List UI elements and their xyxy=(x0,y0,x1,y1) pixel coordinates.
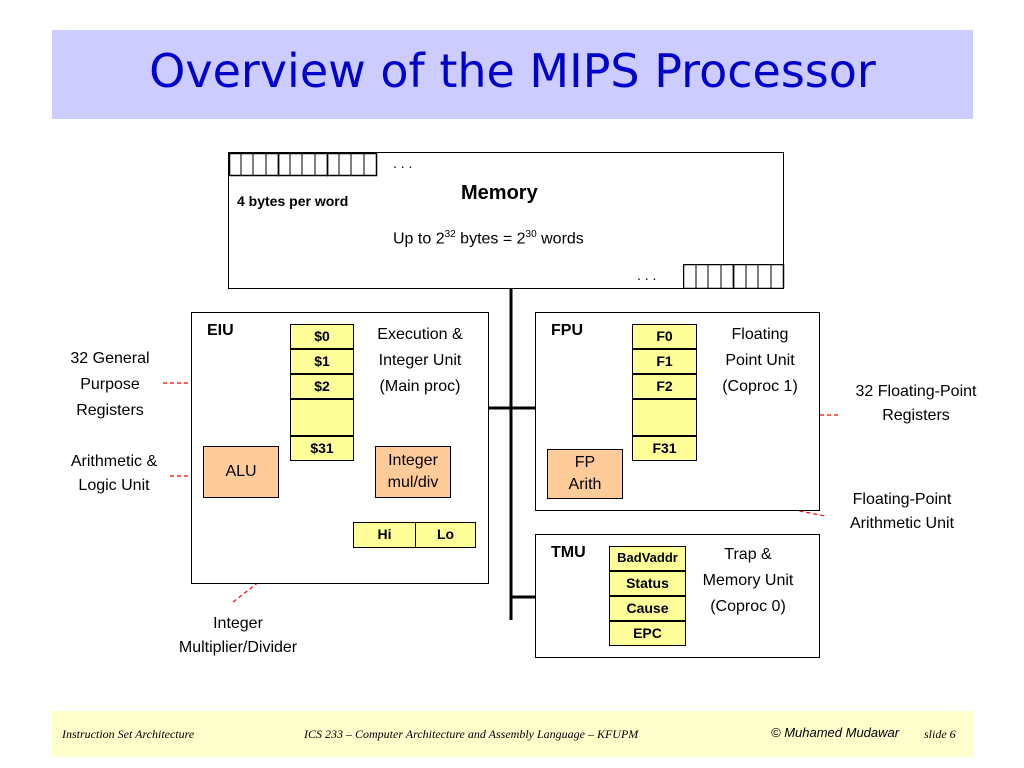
memory-box: . . . 4 bytes per word Memory Up to 232 … xyxy=(228,152,785,289)
callout-alu: Arithmetic &Logic Unit xyxy=(70,453,158,494)
tmu-register-cause: Cause xyxy=(609,596,686,621)
footer-slide-number: slide 6 xyxy=(924,727,956,741)
memory-size: Up to 232 bytes = 230 words xyxy=(393,229,584,248)
lo-register: Lo xyxy=(415,522,476,548)
eiu-register-31: $31 xyxy=(290,436,354,461)
footer-bar: Instruction Set Architecture ICS 233 – C… xyxy=(52,711,973,757)
memory-bytes-per-word: 4 bytes per word xyxy=(237,193,349,209)
tmu-label: TMU xyxy=(551,544,586,561)
tmu-register-epc: EPC xyxy=(609,621,686,646)
eiu-register-0: $0 xyxy=(290,324,354,349)
alu-unit: ALU xyxy=(203,446,279,498)
fpu-register-f1: F1 xyxy=(632,349,697,374)
footer-center: ICS 233 – Computer Architecture and Asse… xyxy=(304,727,639,741)
fpu-register-f31: F31 xyxy=(632,436,697,461)
fpu-label: FPU xyxy=(551,322,583,339)
tmu-register-status: Status xyxy=(609,571,686,596)
eiu-register-1: $1 xyxy=(290,349,354,374)
footer-copyright: © Muhamed Mudawar xyxy=(771,725,900,740)
memory-title: Memory xyxy=(461,182,538,204)
memory-word-cells-bottom xyxy=(683,264,785,288)
eiu-label: EIU xyxy=(207,322,234,339)
footer-left: Instruction Set Architecture xyxy=(62,727,195,741)
tmu-register-badvaddr: BadVaddr xyxy=(609,546,686,571)
eiu-desc: Execution &Integer Unit(Main proc) xyxy=(377,326,463,395)
memory-dots-bottom: . . . xyxy=(637,267,657,283)
memory-dots-top: . . . xyxy=(393,155,413,171)
memory-word-cells-top xyxy=(229,153,378,177)
fpu-register-f2: F2 xyxy=(632,374,697,399)
tmu-desc: Trap &Memory Unit(Coproc 0) xyxy=(702,546,794,615)
eiu-register-middle xyxy=(290,399,354,436)
fpu-register-middle xyxy=(632,399,697,436)
hi-register: Hi xyxy=(353,522,416,548)
fpu-register-f0: F0 xyxy=(632,324,697,349)
eiu-register-2: $2 xyxy=(290,374,354,399)
title-bar: Overview of the MIPS Processor xyxy=(52,30,973,119)
slide-title: Overview of the MIPS Processor xyxy=(149,44,876,98)
